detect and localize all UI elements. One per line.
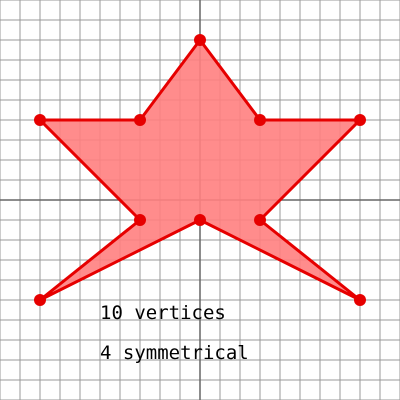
vertex-count-label: 10 vertices	[100, 302, 226, 324]
vertex-point	[34, 114, 46, 126]
vertex-point	[34, 294, 46, 306]
vertex-point	[354, 294, 366, 306]
vertex-point	[194, 214, 206, 226]
vertex-point	[254, 114, 266, 126]
vertex-points	[34, 34, 366, 306]
vertex-point	[354, 114, 366, 126]
vertex-point	[134, 114, 146, 126]
vertex-point	[194, 34, 206, 46]
vertex-point	[134, 214, 146, 226]
symmetry-label: 4 symmetrical	[100, 342, 249, 364]
vertex-point	[254, 214, 266, 226]
